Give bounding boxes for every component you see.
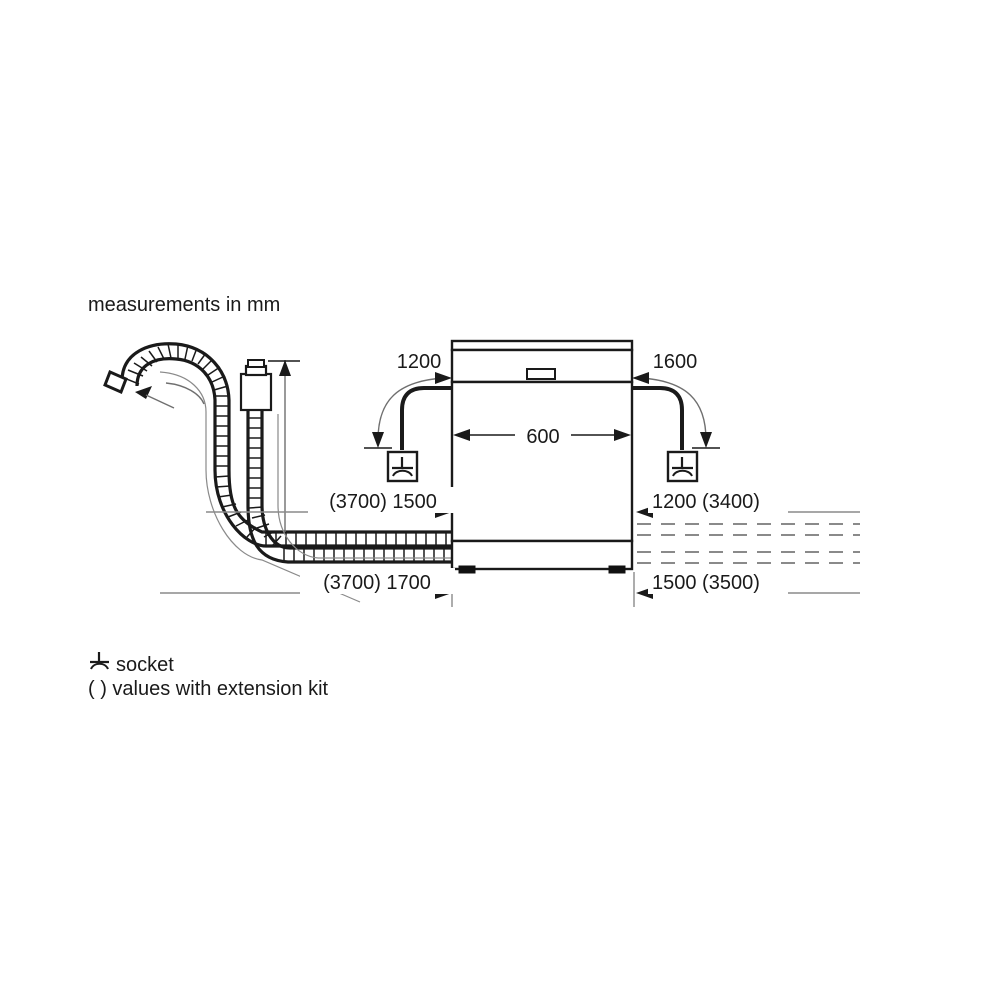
foot-left: [458, 565, 476, 574]
drain-guide-line: [277, 414, 452, 559]
dim-label-right-mid: 1200 (3400): [652, 491, 760, 513]
legend-socket-icon: [90, 652, 109, 670]
dim-label-1600-right: 1600: [653, 351, 698, 373]
power-cable-left: [400, 386, 452, 450]
dim-label-left-bottom: (3700) 1700: [323, 572, 431, 594]
curved-arrow-icon: [135, 382, 205, 409]
socket-icon-right: [666, 450, 699, 483]
dishwasher-body: [450, 339, 634, 574]
power-cable-right: [632, 386, 684, 450]
base-plinth: [450, 539, 634, 571]
valve-height-arrow: [268, 360, 300, 532]
legend-socket-label: socket: [116, 654, 174, 676]
dim-right-bottom-group: 1500 (3500): [633, 568, 860, 607]
width-dimension-600: 600: [453, 422, 631, 448]
hose-guide-line: [159, 371, 361, 603]
dim-label-left-mid: (3700) 1500: [329, 491, 437, 513]
hose-inner-edge: [135, 357, 452, 548]
worktop-panel: [450, 339, 634, 352]
dim-curve-1600: [640, 377, 707, 441]
socket-left-group: 1200: [364, 351, 452, 483]
socket-right-group: 1600: [632, 351, 720, 483]
dim-left-bottom-group: (3700) 1700: [160, 568, 455, 607]
foot-right: [608, 565, 626, 574]
door-panel: [450, 380, 634, 543]
display-handle: [526, 368, 556, 380]
right-hose-dashed-lines: [637, 523, 860, 564]
legend: socket ( ) values with extension kit: [88, 652, 329, 700]
dim-right-mid-group: 1200 (3400): [636, 487, 860, 518]
aquastop-valve-icon: [239, 359, 273, 412]
dim-label-right-bottom: 1500 (3500): [652, 572, 760, 594]
dim-label-1200-left: 1200: [397, 351, 442, 373]
water-drain-hose: [239, 359, 452, 564]
drain-hose-inner: [260, 400, 452, 550]
dim-curve-1200: [377, 377, 445, 441]
legend-extension-label: ( ) values with extension kit: [88, 678, 329, 700]
drain-hose-outer: [246, 400, 452, 564]
width-dimension-label: 600: [526, 426, 559, 448]
measurements-note: measurements in mm: [88, 294, 280, 316]
dim-left-mid-group: (3700) 1500: [206, 487, 458, 518]
hose-corrugation: [123, 343, 447, 546]
socket-icon: [386, 450, 419, 483]
hose-end-fitting: [103, 369, 128, 395]
